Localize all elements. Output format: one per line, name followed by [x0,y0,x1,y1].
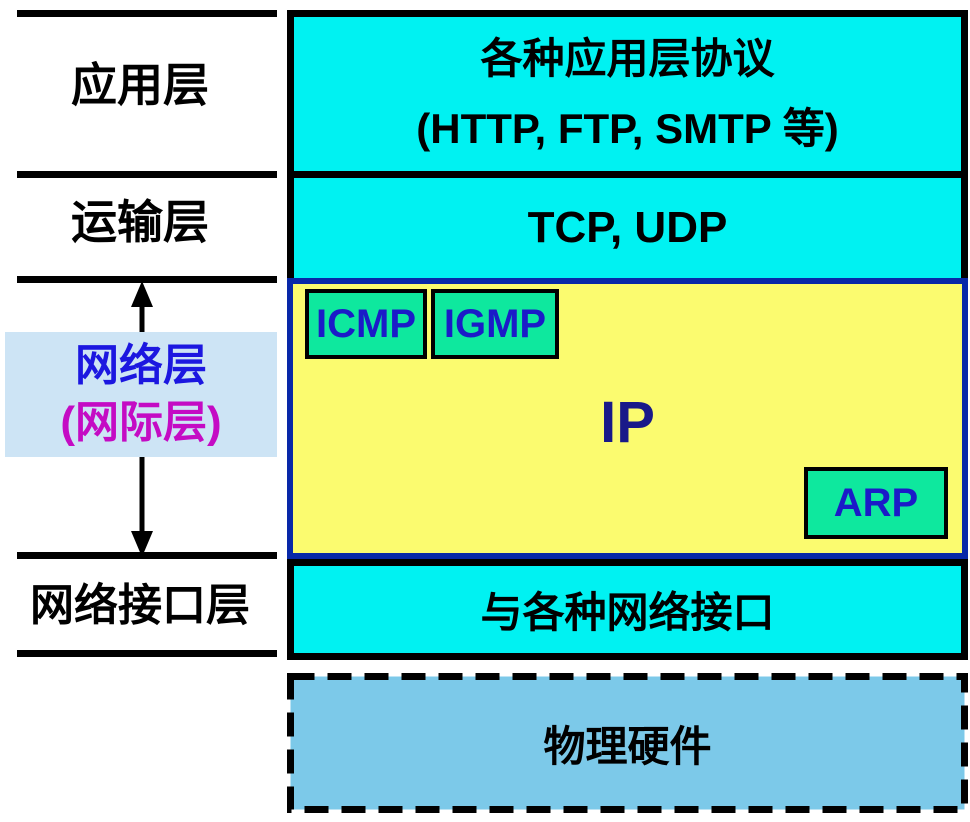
divider-line-transport-network [17,276,277,283]
physical-hardware-label: 物理硬件 [543,722,712,770]
icmp-label: ICMP [316,301,416,346]
down-arrow-icon [131,457,153,557]
layer-label-transport: 运输层 [71,196,209,248]
transport-protocols-box: TCP, UDP [287,171,968,278]
arp-label: ARP [833,480,919,525]
icmp-box: ICMP [305,289,427,359]
divider-line-app-transport [17,171,277,178]
transport-protocols-label: TCP, UDP [527,203,728,252]
network-interface-label: 与各种网络接口 [480,589,775,636]
application-protocols-line1: 各种应用层协议 [480,34,775,82]
dashed-border [287,673,968,813]
network-layer-highlight: 网络层 (网际层) [5,332,277,457]
layer-label-application: 应用层 [71,59,209,111]
network-layer-sublabel: (网际层) [60,397,222,447]
arp-box: ARP [804,467,948,539]
network-interface-box: 与各种网络接口 [287,559,968,660]
divider-line-network-interface [17,552,277,559]
up-arrow-icon [131,281,153,335]
igmp-box: IGMP [431,289,559,359]
layer-label-network-interface: 网络接口层 [30,581,250,630]
divider-line-top [17,10,277,17]
divider-line-bottom [17,650,277,657]
igmp-label: IGMP [443,301,547,346]
application-protocols-box: 各种应用层协议 (HTTP, FTP, SMTP 等) [287,10,968,178]
application-protocols-line2: (HTTP, FTP, SMTP 等) [416,105,839,152]
network-layer-label: 网络层 [75,341,207,391]
network-protocols-box: ICMP IGMP IP ARP [287,278,968,559]
ip-label: IP [600,390,655,455]
physical-hardware-box: 物理硬件 [287,673,968,813]
